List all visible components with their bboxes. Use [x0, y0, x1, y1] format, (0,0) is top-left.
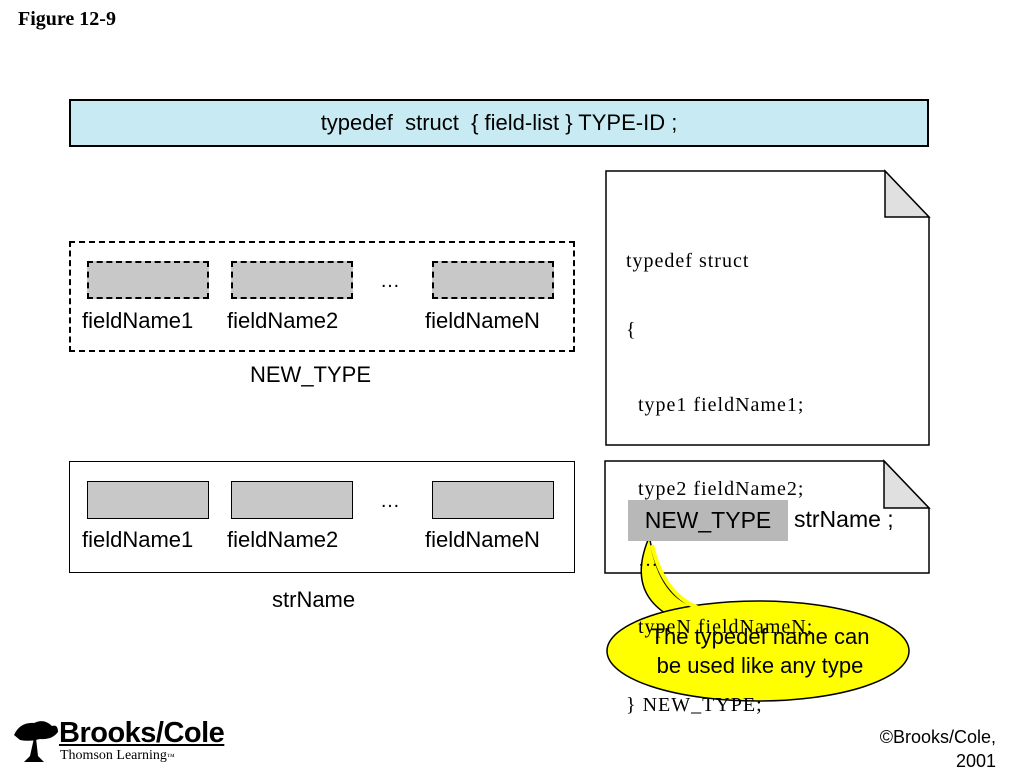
- variable-frame: [69, 461, 575, 573]
- syntax-text: typedef struct { field-list } TYPE-ID ;: [320, 110, 678, 135]
- var-field-box-2: [231, 481, 353, 519]
- code-line-3: type1 fieldName1;: [626, 394, 805, 416]
- code-line-5: …: [626, 549, 659, 571]
- code-line-4: type2 fieldName2;: [626, 478, 805, 500]
- code-line-6: typeN fieldNameN;: [626, 616, 814, 638]
- callout-line-1: The typedef name can: [650, 624, 870, 649]
- syntax-banner: typedef struct { field-list } TYPE-ID ;: [69, 99, 929, 147]
- type-field-box-1: [87, 261, 209, 299]
- code-note-shape: [605, 170, 930, 446]
- copyright-line-2: 2001: [955, 751, 996, 771]
- type-field-label-n: fieldNameN: [425, 308, 540, 333]
- copyright: ©Brooks/Cole, 2001: [880, 725, 996, 773]
- code-note-text: typedef struct { type1 fieldName1; type2…: [626, 201, 813, 741]
- usage-type-name: NEW_TYPE: [644, 507, 772, 533]
- copyright-line-1: ©Brooks/Cole,: [879, 727, 996, 747]
- code-note-fold: [884, 169, 931, 218]
- type-field-ellipsis: …: [380, 270, 400, 292]
- trademark-mark: ™: [166, 752, 175, 761]
- type-caption: NEW_TYPE: [250, 362, 372, 387]
- tree-logo-icon: [14, 721, 58, 762]
- var-field-label-1: fieldName1: [82, 527, 194, 552]
- type-field-box-n: [432, 261, 554, 299]
- type-field-label-2: fieldName2: [227, 308, 339, 333]
- usage-note-fold: [883, 459, 931, 509]
- usage-variable-text: strName ;: [794, 506, 894, 532]
- publisher-subtitle: Thomson Learning™: [60, 748, 175, 764]
- code-line-7: } NEW_TYPE;: [626, 694, 763, 716]
- callout-bubble: [606, 600, 910, 702]
- figure-title: Figure 12-9: [18, 8, 116, 30]
- code-line-1: typedef struct: [626, 250, 750, 272]
- callout-line-2: be used like any type: [656, 653, 864, 678]
- var-field-label-2: fieldName2: [227, 527, 339, 552]
- publisher-sub-text: Thomson Learning: [60, 748, 167, 763]
- type-field-label-1: fieldName1: [82, 308, 194, 333]
- usage-type-highlight: NEW_TYPE: [628, 500, 788, 541]
- var-field-label-n: fieldNameN: [425, 527, 540, 552]
- type-definition-frame: [69, 241, 575, 352]
- variable-caption: strName: [272, 587, 356, 612]
- var-field-box-1: [87, 481, 209, 519]
- var-field-ellipsis: …: [380, 490, 400, 512]
- publisher-name: Brooks/Cole: [59, 717, 225, 749]
- code-line-2: {: [626, 319, 637, 341]
- type-field-box-2: [231, 261, 353, 299]
- var-field-box-n: [432, 481, 554, 519]
- callout-text: The typedef name can be used like any ty…: [610, 622, 910, 680]
